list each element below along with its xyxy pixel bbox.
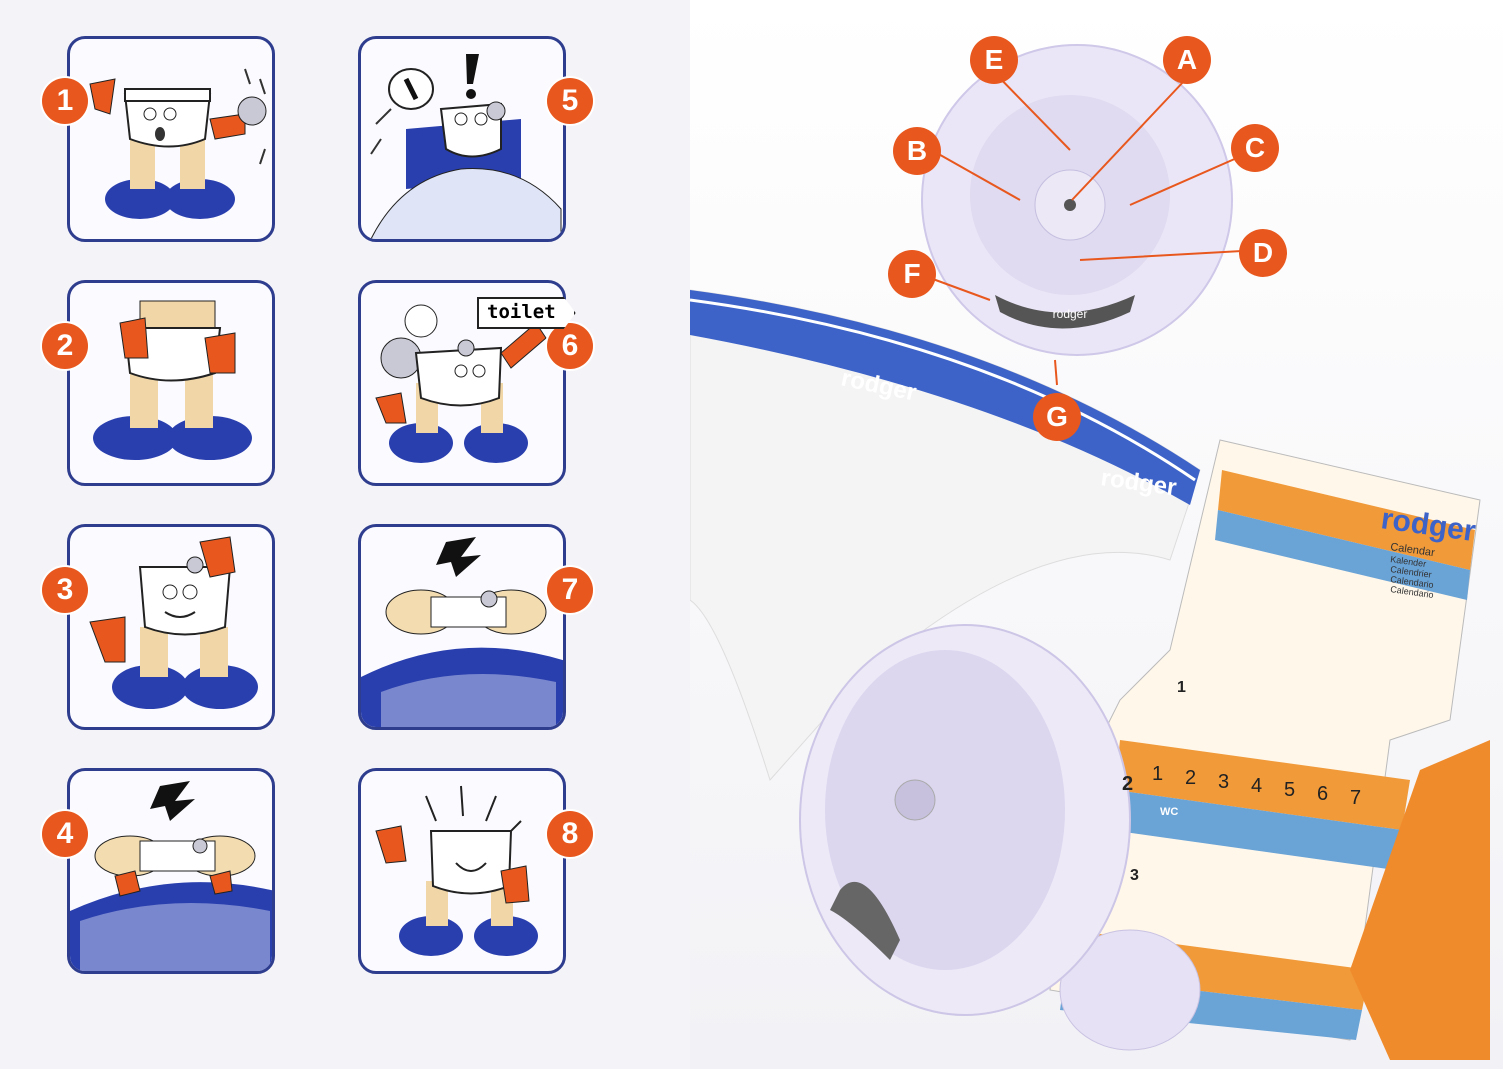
step-2-number: 2 [42, 323, 88, 369]
step-8-illustration [375, 785, 538, 956]
calendar-day-3: 3 [1218, 771, 1229, 793]
label-D: D [1239, 229, 1287, 277]
step-5-illustration [370, 54, 562, 239]
instruction-page: 1 2 3 [0, 0, 690, 1069]
step-7-number: 7 [547, 567, 593, 613]
calendar-week-1: 1 [1177, 679, 1186, 696]
step-5-panel [358, 36, 566, 242]
step-1-number: 1 [42, 78, 88, 124]
step-2-illustration [93, 300, 252, 460]
calendar-subtitle-1: Kalender [1390, 554, 1427, 569]
step-1-illustration [89, 68, 267, 219]
calendar-day-row: 1 2 3 4 5 6 7 [1152, 763, 1361, 809]
calendar-day-4: 4 [1251, 775, 1262, 797]
label-G: G [1033, 393, 1081, 441]
toilet-sign: toilet [477, 297, 576, 329]
step-1-panel [67, 36, 275, 242]
label-A: A [1163, 36, 1211, 84]
calendar-day-1: 1 [1152, 763, 1163, 785]
calendar-day-2: 2 [1185, 767, 1196, 789]
step-3-panel [67, 524, 275, 730]
step-3-number: 3 [42, 567, 88, 613]
calendar-wc-label: WC [1160, 806, 1178, 818]
step-5-number: 5 [547, 78, 593, 124]
step-7-panel [358, 524, 566, 730]
step-2-panel [67, 280, 275, 486]
step-6-number: 6 [547, 323, 593, 369]
briefs-waistband [690, 290, 1200, 505]
brand-plate-text: rodger [1053, 307, 1088, 321]
step-4-illustration [70, 781, 272, 971]
step-4-number: 4 [42, 811, 88, 857]
step-7-illustration [361, 537, 563, 727]
calendar-week-3: 3 [1130, 867, 1139, 884]
step-3-illustration [89, 536, 258, 709]
label-F: F [888, 250, 936, 298]
label-B: B [893, 127, 941, 175]
label-C: C [1231, 124, 1279, 172]
step-4-panel [67, 768, 275, 974]
calendar-week-2: 2 [1122, 773, 1133, 795]
center-contact [1064, 199, 1076, 211]
product-page: rodger rodger rodger rodger Calendar Kal… [690, 0, 1503, 1069]
brand-plate [995, 295, 1135, 329]
calendar-day-6: 6 [1317, 783, 1328, 805]
orange-sheet [1350, 740, 1490, 1060]
label-E: E [970, 36, 1018, 84]
step-8-panel [358, 768, 566, 974]
product-photo: rodger rodger rodger rodger Calendar Kal… [690, 44, 1490, 1060]
calendar-day-7: 7 [1350, 787, 1361, 809]
step-8-number: 8 [547, 811, 593, 857]
step-6-illustration [375, 304, 547, 463]
wireless-button [1059, 929, 1201, 1051]
calendar-day-5: 5 [1284, 779, 1295, 801]
step-6-panel [358, 280, 566, 486]
